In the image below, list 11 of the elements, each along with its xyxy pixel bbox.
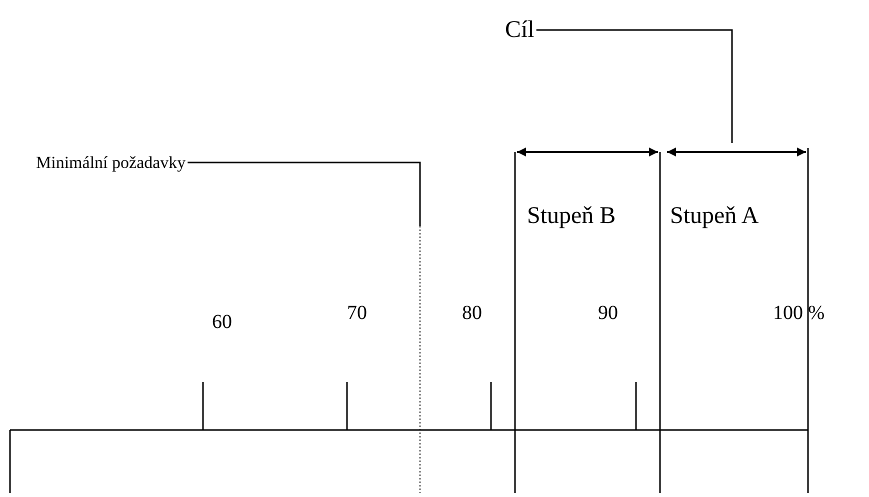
callout-text: Cíl <box>505 18 534 42</box>
scale-value: 100 % <box>773 303 825 323</box>
range-label: Stupeň A <box>670 204 759 228</box>
scale-value: 90 <box>598 303 618 323</box>
scale-value: 80 <box>462 303 482 323</box>
leader-line <box>536 29 733 143</box>
leader-line <box>188 162 421 226</box>
scale-value: 70 <box>347 303 367 323</box>
scale-value: 60 <box>212 312 232 332</box>
range-label: Stupeň B <box>527 204 616 228</box>
callout-text: Minimální požadavky <box>36 154 186 171</box>
